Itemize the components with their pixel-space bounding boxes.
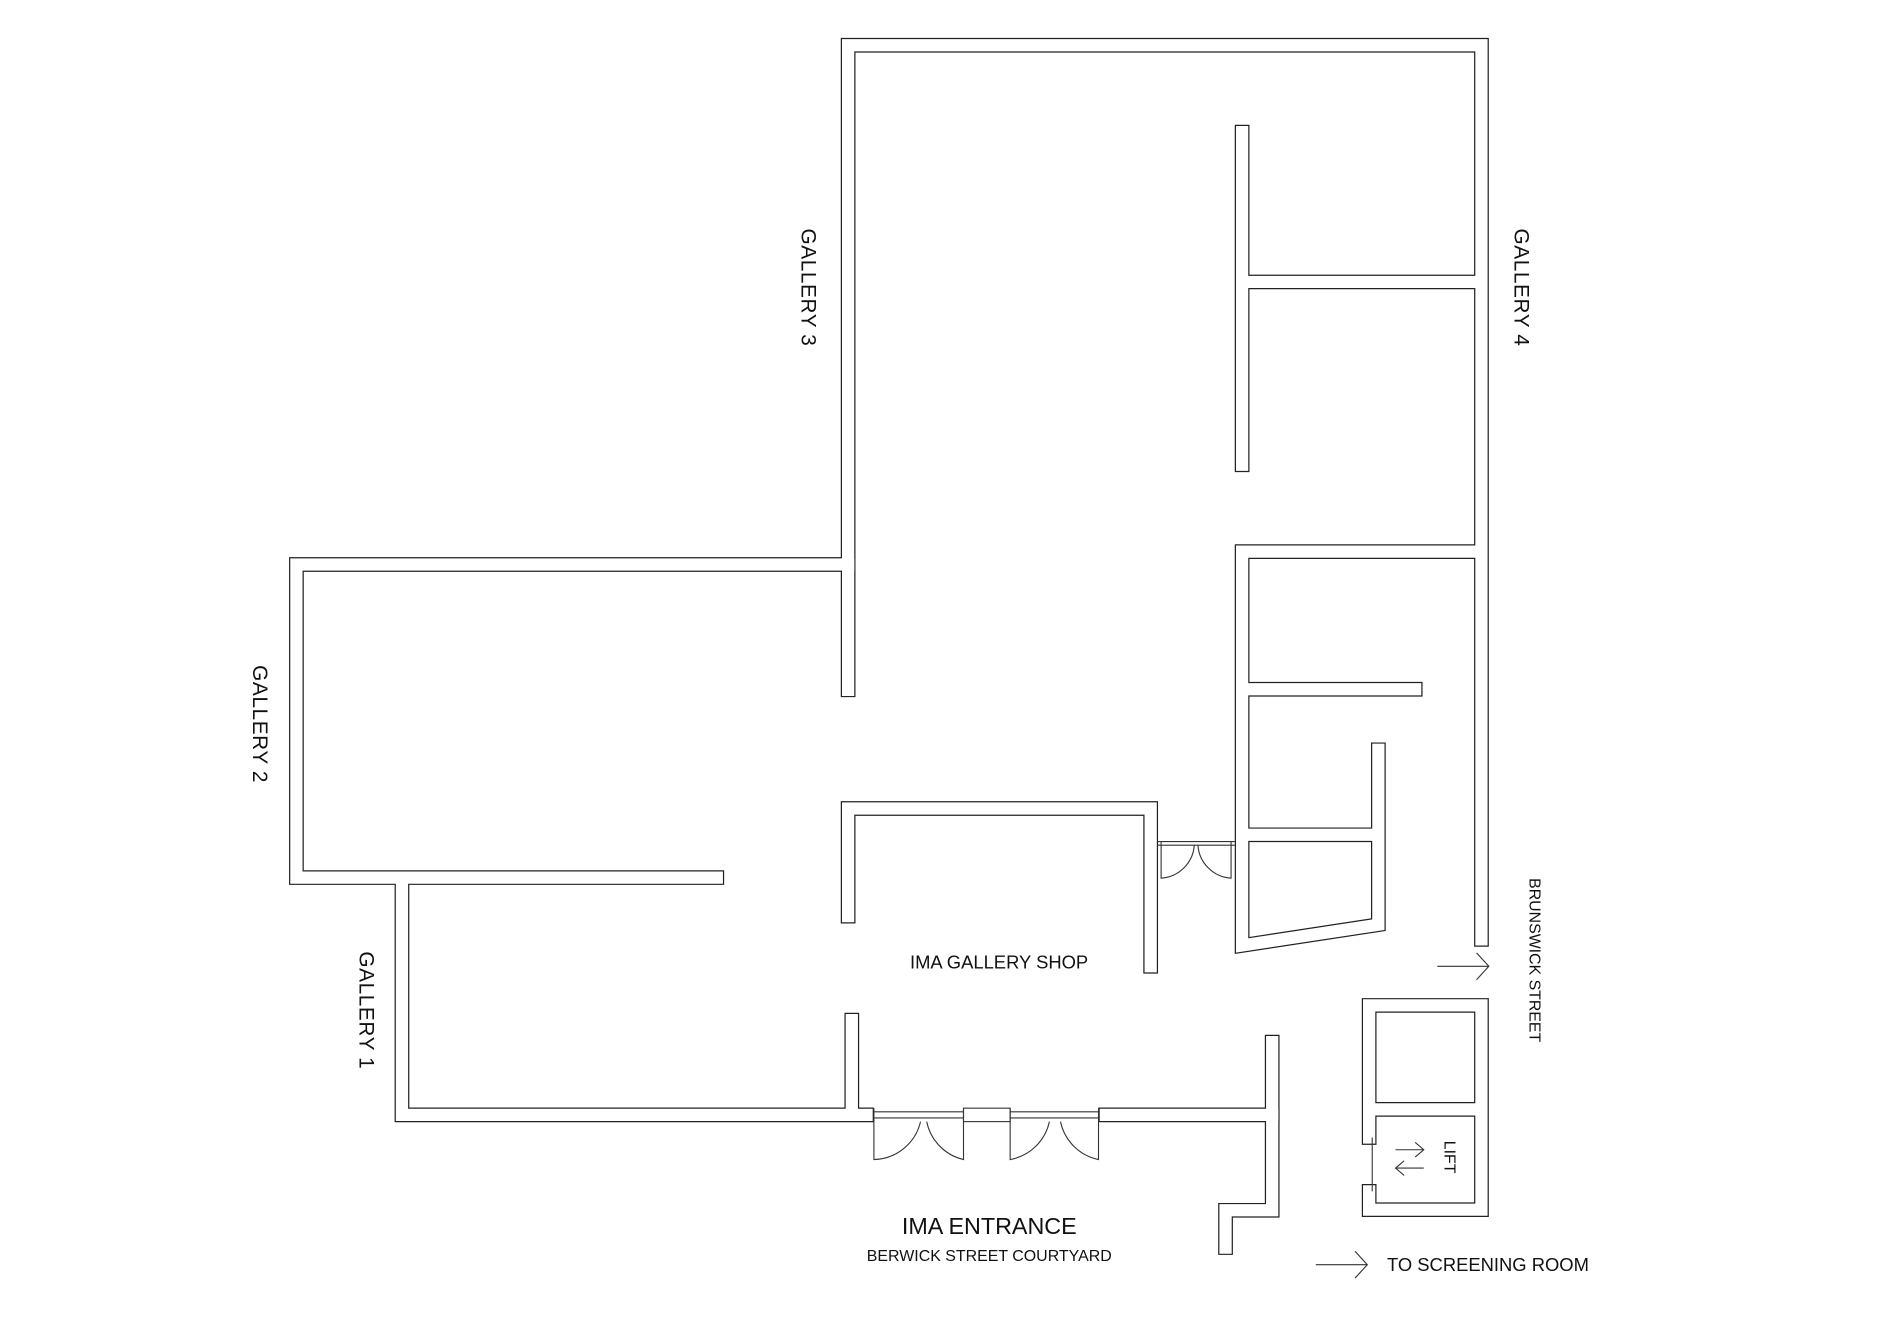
wall-entrance [1106, 1042, 1272, 1115]
shop-doors [1157, 840, 1235, 879]
door-pillar [962, 1107, 1011, 1123]
brunswick-street-label: BRUNSWICK STREET [1525, 878, 1542, 1042]
door-swing [1059, 1108, 1100, 1161]
wall-shop [848, 808, 1151, 966]
entrance-doors [873, 1107, 1100, 1161]
gallery-1-label: GALLERY 1 [355, 951, 378, 1069]
lift: LIFT [1371, 1137, 1458, 1192]
door-swing [873, 1108, 922, 1161]
wall-gallery-2 [296, 564, 848, 877]
door-swing [926, 1108, 965, 1161]
arrow-right-icon [1395, 1141, 1425, 1158]
lift-label: LIFT [1441, 1141, 1458, 1174]
gallery-4-label: GALLERY 4 [1510, 228, 1533, 346]
door-swing [1160, 841, 1195, 879]
gallery-shop-label: IMA GALLERY SHOP [910, 952, 1088, 973]
wall-gallery-1 [402, 884, 867, 1115]
gallery-3-label: GALLERY 3 [796, 228, 819, 346]
gallery-2-label: GALLERY 2 [248, 665, 271, 783]
entrance-title: IMA ENTRANCE [902, 1213, 1077, 1239]
entrance-subtitle: BERWICK STREET COURTYARD [867, 1248, 1112, 1265]
arrow-right-icon [1437, 952, 1490, 981]
wall-jog [1226, 1115, 1273, 1248]
arrow-right-icon [1315, 1250, 1369, 1279]
door-swing [1197, 841, 1232, 879]
wall-service-block [1242, 552, 1474, 946]
screening-room-label: TO SCREENING ROOM [1387, 1254, 1589, 1275]
door-swing [1009, 1108, 1050, 1161]
arrow-left-icon [1394, 1160, 1424, 1176]
walls [296, 45, 1481, 1247]
